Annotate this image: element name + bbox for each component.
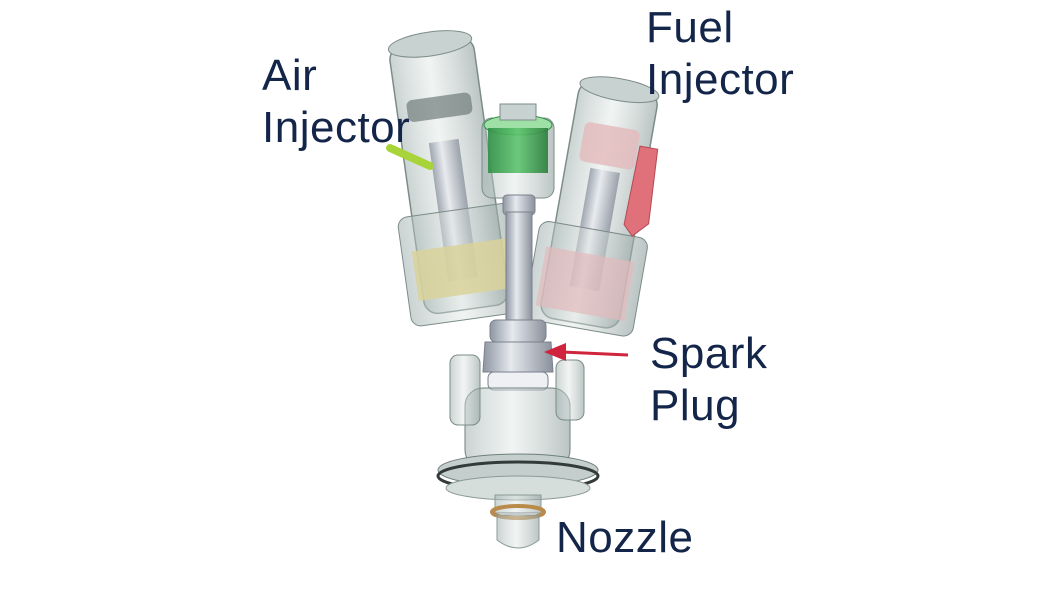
spark-plug <box>482 194 554 391</box>
fuel-injector-label-line2: Injector <box>646 55 795 104</box>
nozzle-label-line1: Nozzle <box>556 513 694 562</box>
spark-plug-pointer-arrow <box>544 343 629 361</box>
air-injector-label-line2: Injector <box>262 103 411 152</box>
nozzle-part <box>490 494 546 549</box>
center-cap <box>481 103 555 199</box>
spark-plug-label-line2: Plug <box>650 381 741 430</box>
fuel-injector-label-line1: Fuel <box>646 3 734 52</box>
spark-plug-label-line1: Spark <box>650 329 768 378</box>
fuel-injector-body <box>524 76 660 337</box>
air-line-tube <box>386 144 434 170</box>
spark-plug-label: Spark Plug <box>650 328 767 432</box>
air-injector-label-line1: Air <box>262 51 318 100</box>
air-injector-body <box>387 30 526 327</box>
lower-housing <box>436 354 600 501</box>
fuel-injector-label: Fuel Injector <box>646 2 794 106</box>
nozzle-label: Nozzle <box>556 512 694 564</box>
air-injector-label: Air Injector <box>262 50 410 154</box>
